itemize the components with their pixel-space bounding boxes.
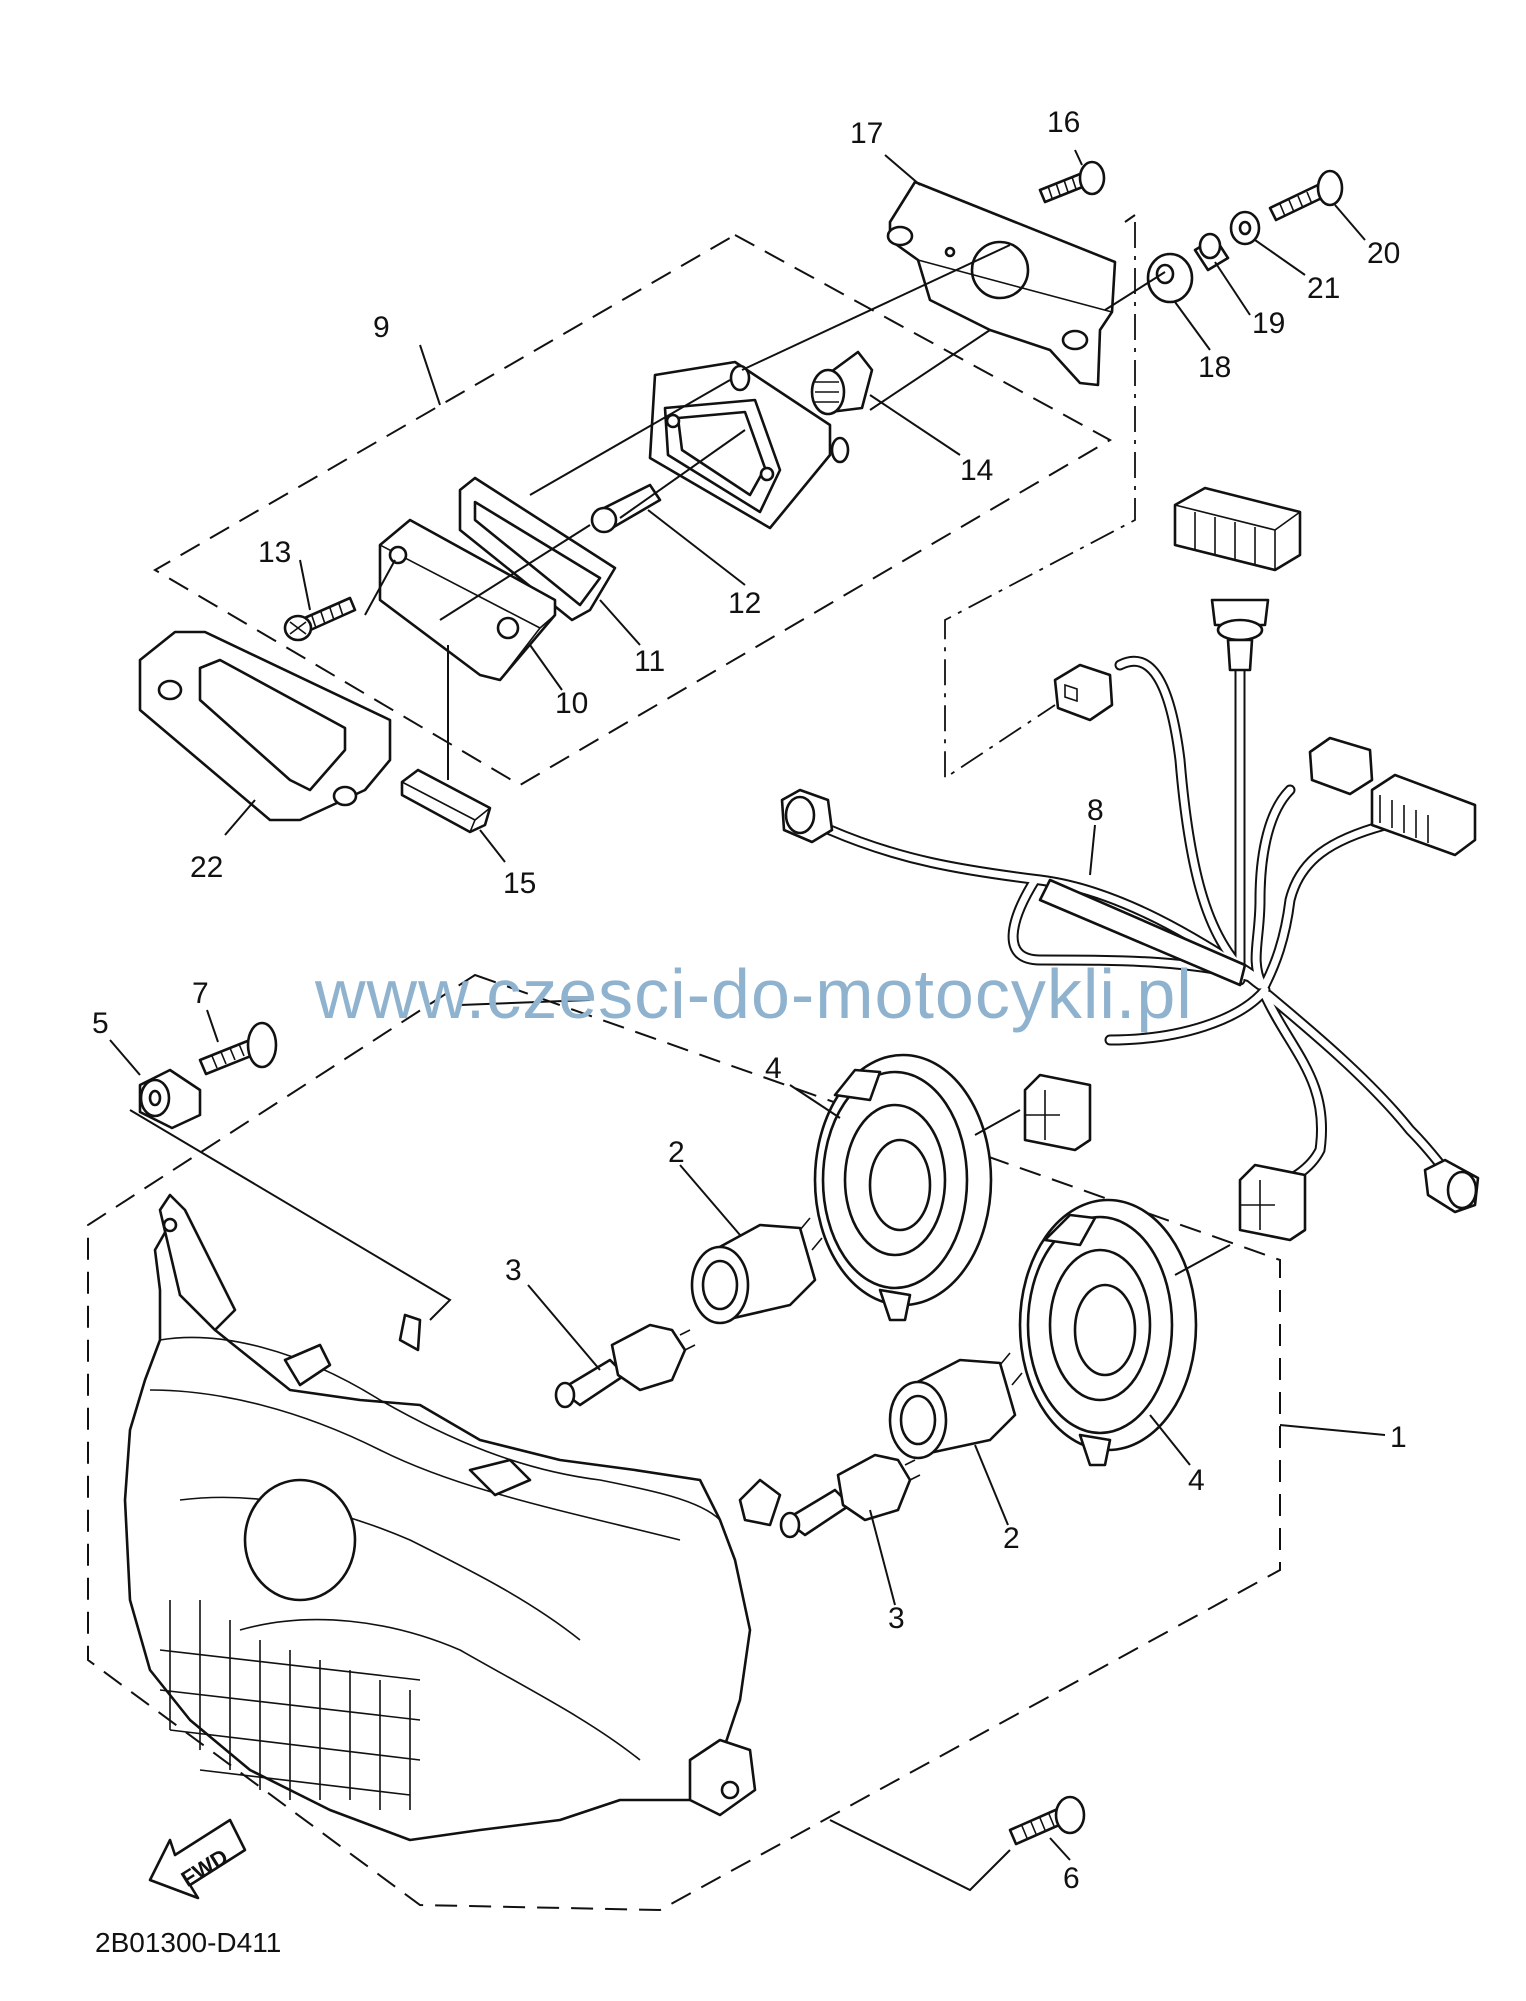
connector-bullet-left	[780, 788, 834, 844]
connector-small-b	[1308, 736, 1374, 796]
callout-3-upper: 3	[505, 1254, 522, 1287]
watermark-text: www.czesci-do-motocykli.pl	[314, 955, 1193, 1033]
cover-22	[138, 630, 392, 822]
bulb-3-lower	[779, 1453, 921, 1539]
connector-multi-b	[1370, 773, 1477, 857]
screw-20	[1268, 169, 1344, 222]
connector-small-a	[1053, 663, 1114, 722]
callout-2-upper: 2	[668, 1136, 685, 1169]
seal-15	[400, 768, 492, 834]
connector-bullet-right	[1423, 1158, 1480, 1214]
callout-22: 22	[190, 851, 223, 884]
screw-7	[198, 1021, 278, 1076]
leader-lines	[109, 149, 1386, 1892]
drawing-code: 2B01300-D411	[95, 1927, 281, 1958]
license-bracket	[886, 180, 1117, 387]
screw-16	[1038, 160, 1106, 204]
headlight-assembly-1	[123, 1193, 782, 1842]
callout-1: 1	[1390, 1421, 1407, 1454]
callout-13: 13	[258, 536, 291, 569]
callout-10: 10	[555, 687, 588, 720]
callout-2-lower: 2	[1003, 1522, 1020, 1555]
group-outline-headlight	[87, 973, 1281, 1912]
callout-8: 8	[1087, 794, 1104, 827]
callout-9: 9	[373, 311, 390, 344]
reflector-unit-4-upper	[813, 1053, 993, 1322]
callout-16: 16	[1047, 106, 1080, 139]
screw-13	[283, 596, 357, 642]
callout-7: 7	[192, 977, 209, 1010]
bulb-holder-2-lower	[888, 1352, 1023, 1460]
socket-14	[810, 350, 874, 416]
connector-lower-right	[1238, 1163, 1307, 1242]
callout-12: 12	[728, 587, 761, 620]
callout-4-lower: 4	[1188, 1464, 1205, 1497]
callout-21: 21	[1307, 272, 1340, 305]
bulb-3-upper	[554, 1323, 696, 1409]
reflector-unit-4-lower	[1018, 1198, 1198, 1467]
grommet-18	[1146, 252, 1194, 304]
callout-4-upper: 4	[765, 1052, 782, 1085]
group-outline-license-lamp	[153, 233, 1113, 787]
connector-lower-left	[1023, 1073, 1092, 1152]
callout-18: 18	[1198, 351, 1231, 384]
lamp-housing	[648, 360, 850, 530]
callout-15: 15	[503, 867, 536, 900]
fwd-arrow-icon: FWD	[148, 1818, 247, 1900]
grommet-5	[138, 1068, 202, 1130]
callout-19: 19	[1252, 307, 1285, 340]
callout-14: 14	[960, 454, 993, 487]
gasket-11	[458, 476, 617, 622]
washer-21	[1229, 210, 1261, 246]
bulb-12	[590, 483, 662, 534]
connector-main-6pin	[1173, 486, 1302, 672]
callout-6: 6	[1063, 1862, 1080, 1895]
callout-17: 17	[850, 117, 883, 150]
callout-3-lower: 3	[888, 1602, 905, 1635]
callout-labels: 1 2 2 3 3 4 4 5 6 7 8 9 10 11 12 13 14 1…	[92, 106, 1407, 1895]
collar-19	[1193, 232, 1230, 272]
callout-11: 11	[634, 645, 665, 678]
reference-line-harness	[944, 222, 1136, 780]
screw-6	[1008, 1795, 1086, 1846]
callout-5: 5	[92, 1007, 109, 1040]
bulb-holder-2-upper	[690, 1217, 823, 1325]
callout-20: 20	[1367, 237, 1400, 270]
lens-10	[378, 518, 557, 682]
